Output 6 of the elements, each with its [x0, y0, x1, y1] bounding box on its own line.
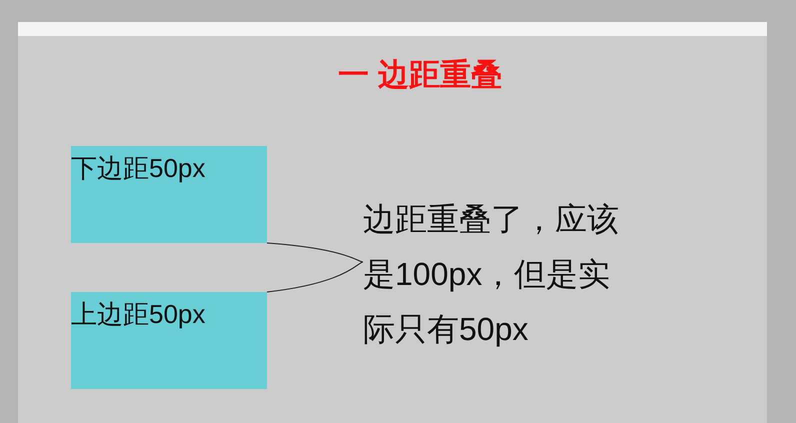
- note-text: 边距重叠了，应该是100px，但是实际只有50px: [363, 192, 639, 362]
- bracket-curve: [266, 262, 364, 292]
- title: 一 边距重叠: [337, 56, 503, 94]
- margin-box: 下边距50px: [71, 146, 267, 243]
- margin-box: 上边距50px: [71, 292, 267, 389]
- bracket-curve: [266, 242, 364, 262]
